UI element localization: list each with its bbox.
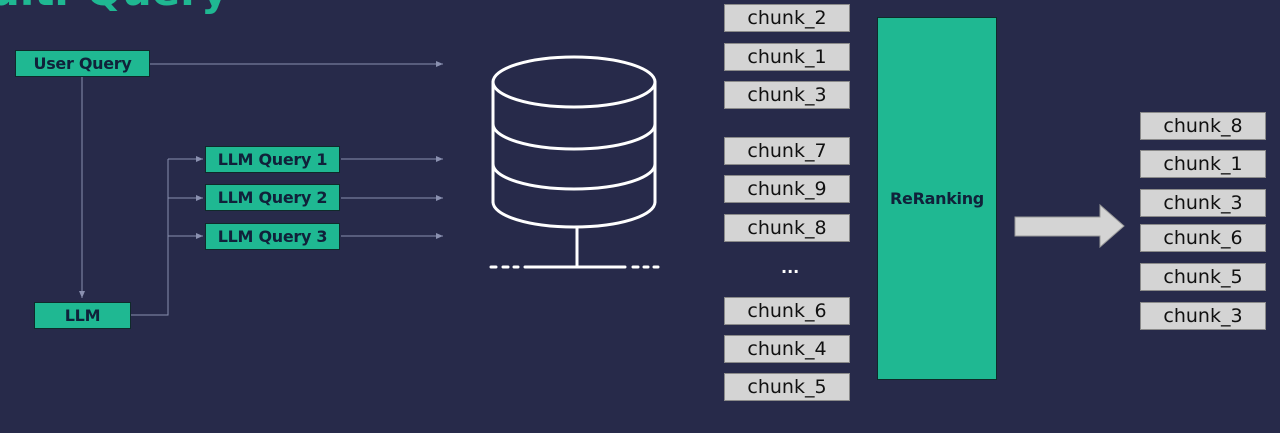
- retrieved-chunk: chunk_6: [724, 297, 850, 325]
- connector-llm-to-splitter: [131, 159, 169, 316]
- reranked-chunk: chunk_6: [1140, 224, 1266, 252]
- llm-query-3-box: LLM Query 3: [205, 223, 340, 250]
- retrieved-chunk: chunk_7: [724, 137, 850, 165]
- retrieved-chunk: chunk_3: [724, 81, 850, 109]
- reranked-chunk: chunk_3: [1140, 302, 1266, 330]
- llm-box: LLM: [34, 302, 131, 329]
- reranking-block: ReRanking: [877, 17, 997, 380]
- user-query-box: User Query: [15, 50, 150, 77]
- llm-query-1-box: LLM Query 1: [205, 146, 340, 173]
- reranked-chunk: chunk_8: [1140, 112, 1266, 140]
- reranking-label: ReRanking: [890, 189, 984, 208]
- retrieved-chunk: chunk_4: [724, 335, 850, 363]
- retrieved-chunk: chunk_2: [724, 4, 850, 32]
- retrieved-chunk: chunk_5: [724, 373, 850, 401]
- reranked-chunk: chunk_1: [1140, 150, 1266, 178]
- chunk-ellipsis: ...: [781, 258, 800, 277]
- retrieved-chunk: chunk_1: [724, 43, 850, 71]
- retrieved-chunk: chunk_8: [724, 214, 850, 242]
- retrieved-chunk: chunk_9: [724, 175, 850, 203]
- reranked-chunk: chunk_3: [1140, 189, 1266, 217]
- reranked-chunk: chunk_5: [1140, 263, 1266, 291]
- diagram-title: ulti-Query: [0, 0, 228, 12]
- llm-query-2-box: LLM Query 2: [205, 184, 340, 211]
